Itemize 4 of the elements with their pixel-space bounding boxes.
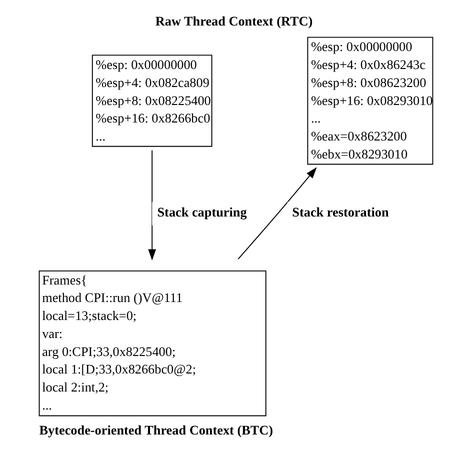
edge-label: Stack capturing [157,204,247,220]
edge-label: Stack restoration [292,204,389,220]
node-label: Bytecode-oriented Thread Context (BTC) [39,422,274,438]
diagram-title: Raw Thread Context (RTC) [155,13,313,28]
